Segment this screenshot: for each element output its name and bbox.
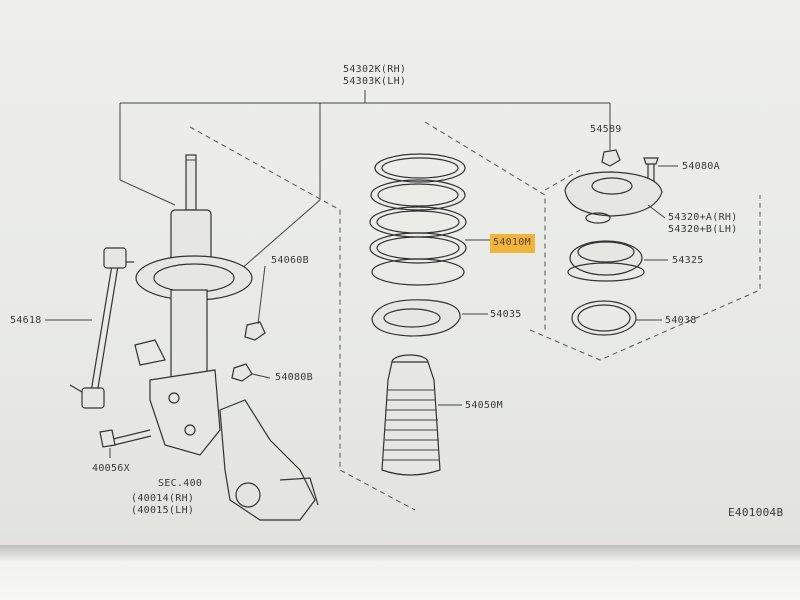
parts-diagram [45,90,761,521]
strut-fasteners [99,321,266,448]
callout-bearing: 54325 [672,255,704,266]
callout-spring-highlighted: 54010M [490,234,535,253]
top-mount-parts [564,135,678,336]
leader-lines-left [45,265,271,458]
callout-nut-mid: 54080B [275,372,313,383]
monitor-bezel [0,545,800,600]
callout-bumper: 54050M [465,400,503,411]
steering-knuckle [219,399,319,521]
callout-seat: 54035 [490,309,522,320]
figure-id: E401004B [728,506,784,519]
callout-mount-rh: 54320+A(RH) [668,212,738,223]
callout-knuckle-rh: (40014(RH) [131,493,195,504]
coil-spring [369,153,490,286]
callout-nut-top: 54589 [590,124,622,135]
exploded-dashed-lines [189,121,761,511]
callout-stabilizer: 54618 [10,315,42,326]
callout-knuckle-lh: (40015(LH) [131,505,195,516]
callout-strut-rh: 54302K(RH) [343,64,407,75]
callout-bracket: 54060B [271,255,309,266]
callout-ring: 54038 [665,315,697,326]
bump-stop-boot [381,354,462,476]
spring-seat [371,299,488,337]
callout-sec: SEC.400 [158,478,203,489]
strut-assembly [134,154,253,456]
callout-strut-lh: 54303K(LH) [343,76,407,87]
callout-bolt-low: 40056X [92,463,130,474]
callout-mount-lh: 54320+B(LH) [668,224,738,235]
stabilizer-link [69,247,134,409]
callout-bolt-top: 54080A [682,161,720,172]
